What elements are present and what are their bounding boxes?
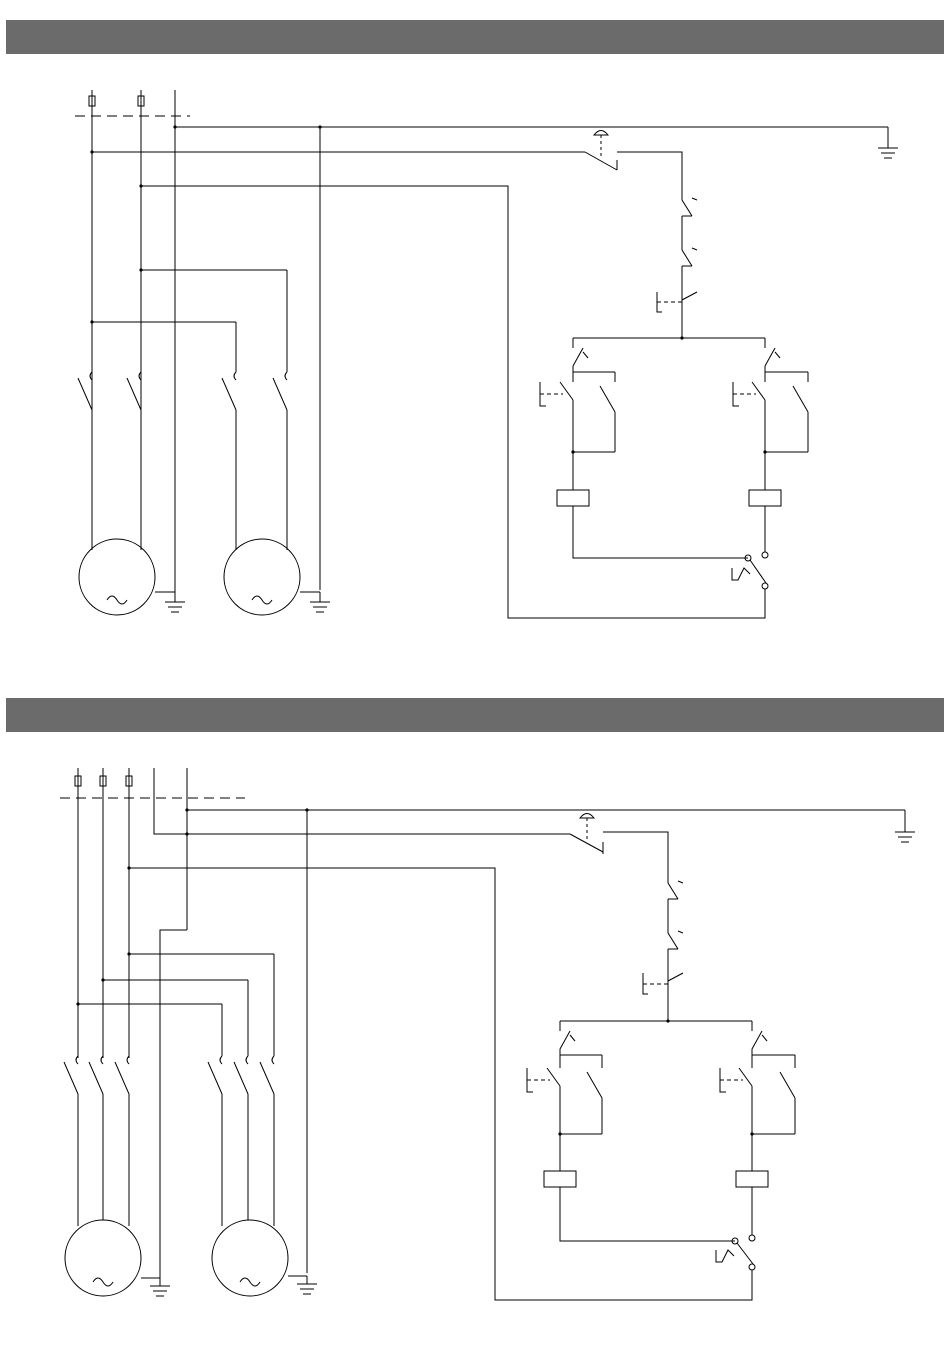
section-header-bar-three-phase bbox=[6, 698, 944, 732]
emergency-stop-button bbox=[585, 131, 617, 171]
reverse-holding-contact bbox=[793, 372, 808, 412]
interlock-contact-forward bbox=[573, 338, 588, 366]
contactor-coil-forward bbox=[544, 1171, 576, 1187]
reverse-holding-contact bbox=[780, 1055, 795, 1098]
motor-2 bbox=[212, 1220, 288, 1296]
three-phase-dual-motor-schematic bbox=[0, 738, 950, 1338]
contactor-coil-reverse bbox=[749, 490, 781, 506]
main-contact-motor2 bbox=[222, 372, 287, 410]
reverse-pushbutton bbox=[720, 1068, 752, 1092]
earth-symbol-main bbox=[878, 148, 898, 158]
main-contact-motor1 bbox=[78, 372, 141, 430]
interlock-contact-reverse bbox=[752, 1021, 767, 1049]
stop-pushbutton bbox=[643, 973, 683, 1000]
forward-pushbutton bbox=[540, 382, 573, 406]
contactor-coil-forward bbox=[557, 490, 589, 506]
limit-switch bbox=[716, 1235, 755, 1270]
interlock-contact-reverse bbox=[765, 338, 780, 366]
motor-1 bbox=[79, 539, 155, 615]
interlock-contact-forward bbox=[560, 1021, 575, 1049]
forward-holding-contact bbox=[587, 1055, 602, 1098]
motor-2 bbox=[224, 539, 300, 615]
section-header-bar-single-phase bbox=[6, 20, 944, 54]
earth-symbol-main bbox=[895, 832, 915, 842]
thermal-relay-contact-2 bbox=[682, 248, 697, 266]
thermal-relay-contact-2 bbox=[668, 931, 683, 949]
forward-holding-contact bbox=[600, 372, 615, 412]
earth-symbol-motor2 bbox=[310, 592, 330, 612]
earth-symbol-motor1 bbox=[165, 592, 185, 612]
forward-pushbutton bbox=[527, 1068, 560, 1092]
earth-symbol-motor2 bbox=[297, 1276, 317, 1294]
contactor-coil-reverse bbox=[736, 1171, 768, 1187]
reverse-pushbutton bbox=[733, 382, 765, 406]
earth-symbol-motor1 bbox=[150, 1278, 170, 1296]
single-phase-dual-motor-schematic bbox=[0, 60, 950, 640]
main-contact-motor2 bbox=[208, 1056, 274, 1094]
stop-pushbutton bbox=[657, 292, 697, 318]
emergency-stop-button bbox=[570, 814, 603, 855]
thermal-relay-contact-1 bbox=[668, 881, 683, 899]
main-contact-motor1 bbox=[64, 1056, 129, 1094]
motor-1 bbox=[65, 1220, 141, 1296]
thermal-relay-contact-1 bbox=[682, 198, 697, 216]
